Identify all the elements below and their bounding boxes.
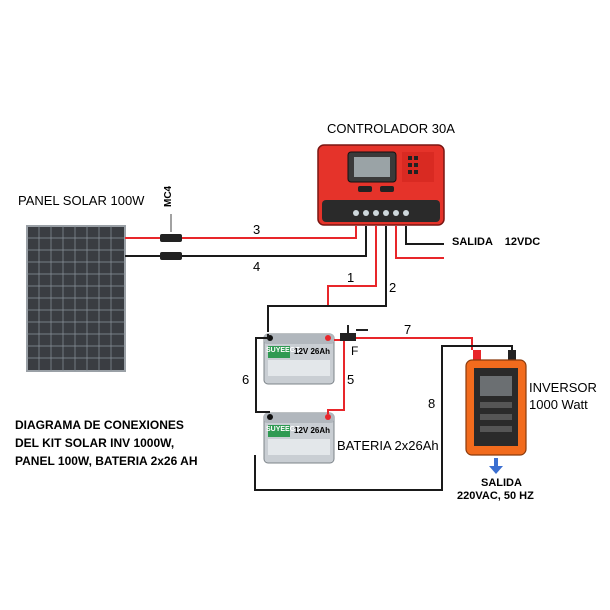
battery-label: BATERIA 2x26Ah xyxy=(337,438,439,453)
ac-output-arrow xyxy=(489,458,503,474)
battery-bottom-brand: SUYEEGO xyxy=(266,426,301,433)
inverter xyxy=(465,350,527,456)
fuse xyxy=(340,325,368,341)
wire-number-5: 5 xyxy=(347,372,355,387)
inverter-label-1: INVERSOR xyxy=(529,380,597,395)
controller-label: CONTROLADOR 30A xyxy=(327,121,455,136)
wire-3 xyxy=(125,226,357,242)
ac-output-label-2: 220VAC, 50 HZ xyxy=(457,490,534,502)
wire-number-2: 2 xyxy=(389,280,397,295)
wire-number-6: 6 xyxy=(242,372,250,387)
inverter-label-2: 1000 Watt xyxy=(529,397,588,412)
battery-top-brand: SUYEEGO xyxy=(266,347,301,354)
dc-output-label: SALIDA 12VDC xyxy=(452,236,541,248)
wire-number-1: 1 xyxy=(347,270,355,285)
ac-output-label-1: SALIDA xyxy=(481,477,522,489)
wire-number-7: 7 xyxy=(404,322,412,337)
wire-number-3: 3 xyxy=(253,222,261,237)
wire-2 xyxy=(267,226,387,332)
title-line-3: PANEL 100W, BATERIA 2x26 AH xyxy=(15,454,198,468)
title-line-1: DIAGRAMA DE CONEXIONES xyxy=(15,418,184,432)
wire-7 xyxy=(356,337,473,350)
wire-8 xyxy=(254,345,513,491)
battery-bottom-model: 12V 26Ah xyxy=(294,426,331,435)
battery-top xyxy=(263,333,335,385)
charge-controller xyxy=(317,144,445,226)
mc4-label: MC4 xyxy=(163,185,174,207)
battery-bottom xyxy=(263,412,335,464)
panel-label: PANEL SOLAR 100W xyxy=(18,193,145,208)
wire-number-8: 8 xyxy=(428,396,436,411)
wire-4 xyxy=(125,226,367,260)
solar-panel xyxy=(26,225,126,372)
title-line-2: DEL KIT SOLAR INV 1000W, xyxy=(15,436,175,450)
wire-6 xyxy=(255,334,270,413)
dc-output-wires xyxy=(395,226,444,259)
fuse-label: F xyxy=(351,344,359,358)
wire-number-4: 4 xyxy=(253,259,261,274)
battery-top-model: 12V 26Ah xyxy=(294,347,331,356)
